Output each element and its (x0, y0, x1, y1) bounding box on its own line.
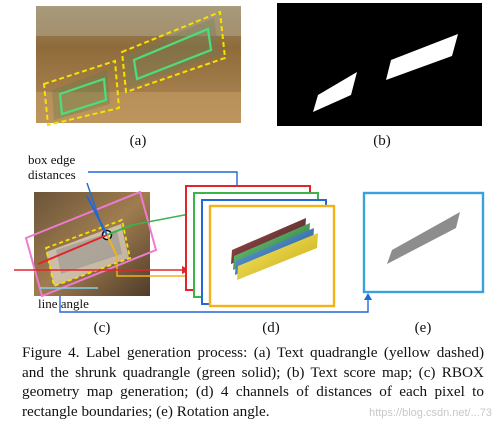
panel-a-image (36, 6, 241, 127)
panel-e-label: (e) (414, 320, 432, 336)
line-angle-annotation: line angle (38, 296, 89, 311)
box-edge-distances-annotation: box edge distances (28, 152, 76, 182)
panel-b-score-map (277, 3, 482, 126)
figure-caption: Figure 4. Label generation process: (a) … (22, 344, 484, 420)
watermark: https://blog.csdn.net/...73 (369, 407, 492, 419)
panel-c-rbox (14, 171, 372, 313)
panel-a-label: (a) (129, 133, 147, 149)
panel-e-rotation-angle (362, 191, 485, 294)
panel-c-label: (c) (93, 320, 111, 336)
panel-d-channels (185, 185, 336, 308)
panel-b-label: (b) (373, 133, 391, 149)
panel-d-label: (d) (262, 320, 280, 336)
